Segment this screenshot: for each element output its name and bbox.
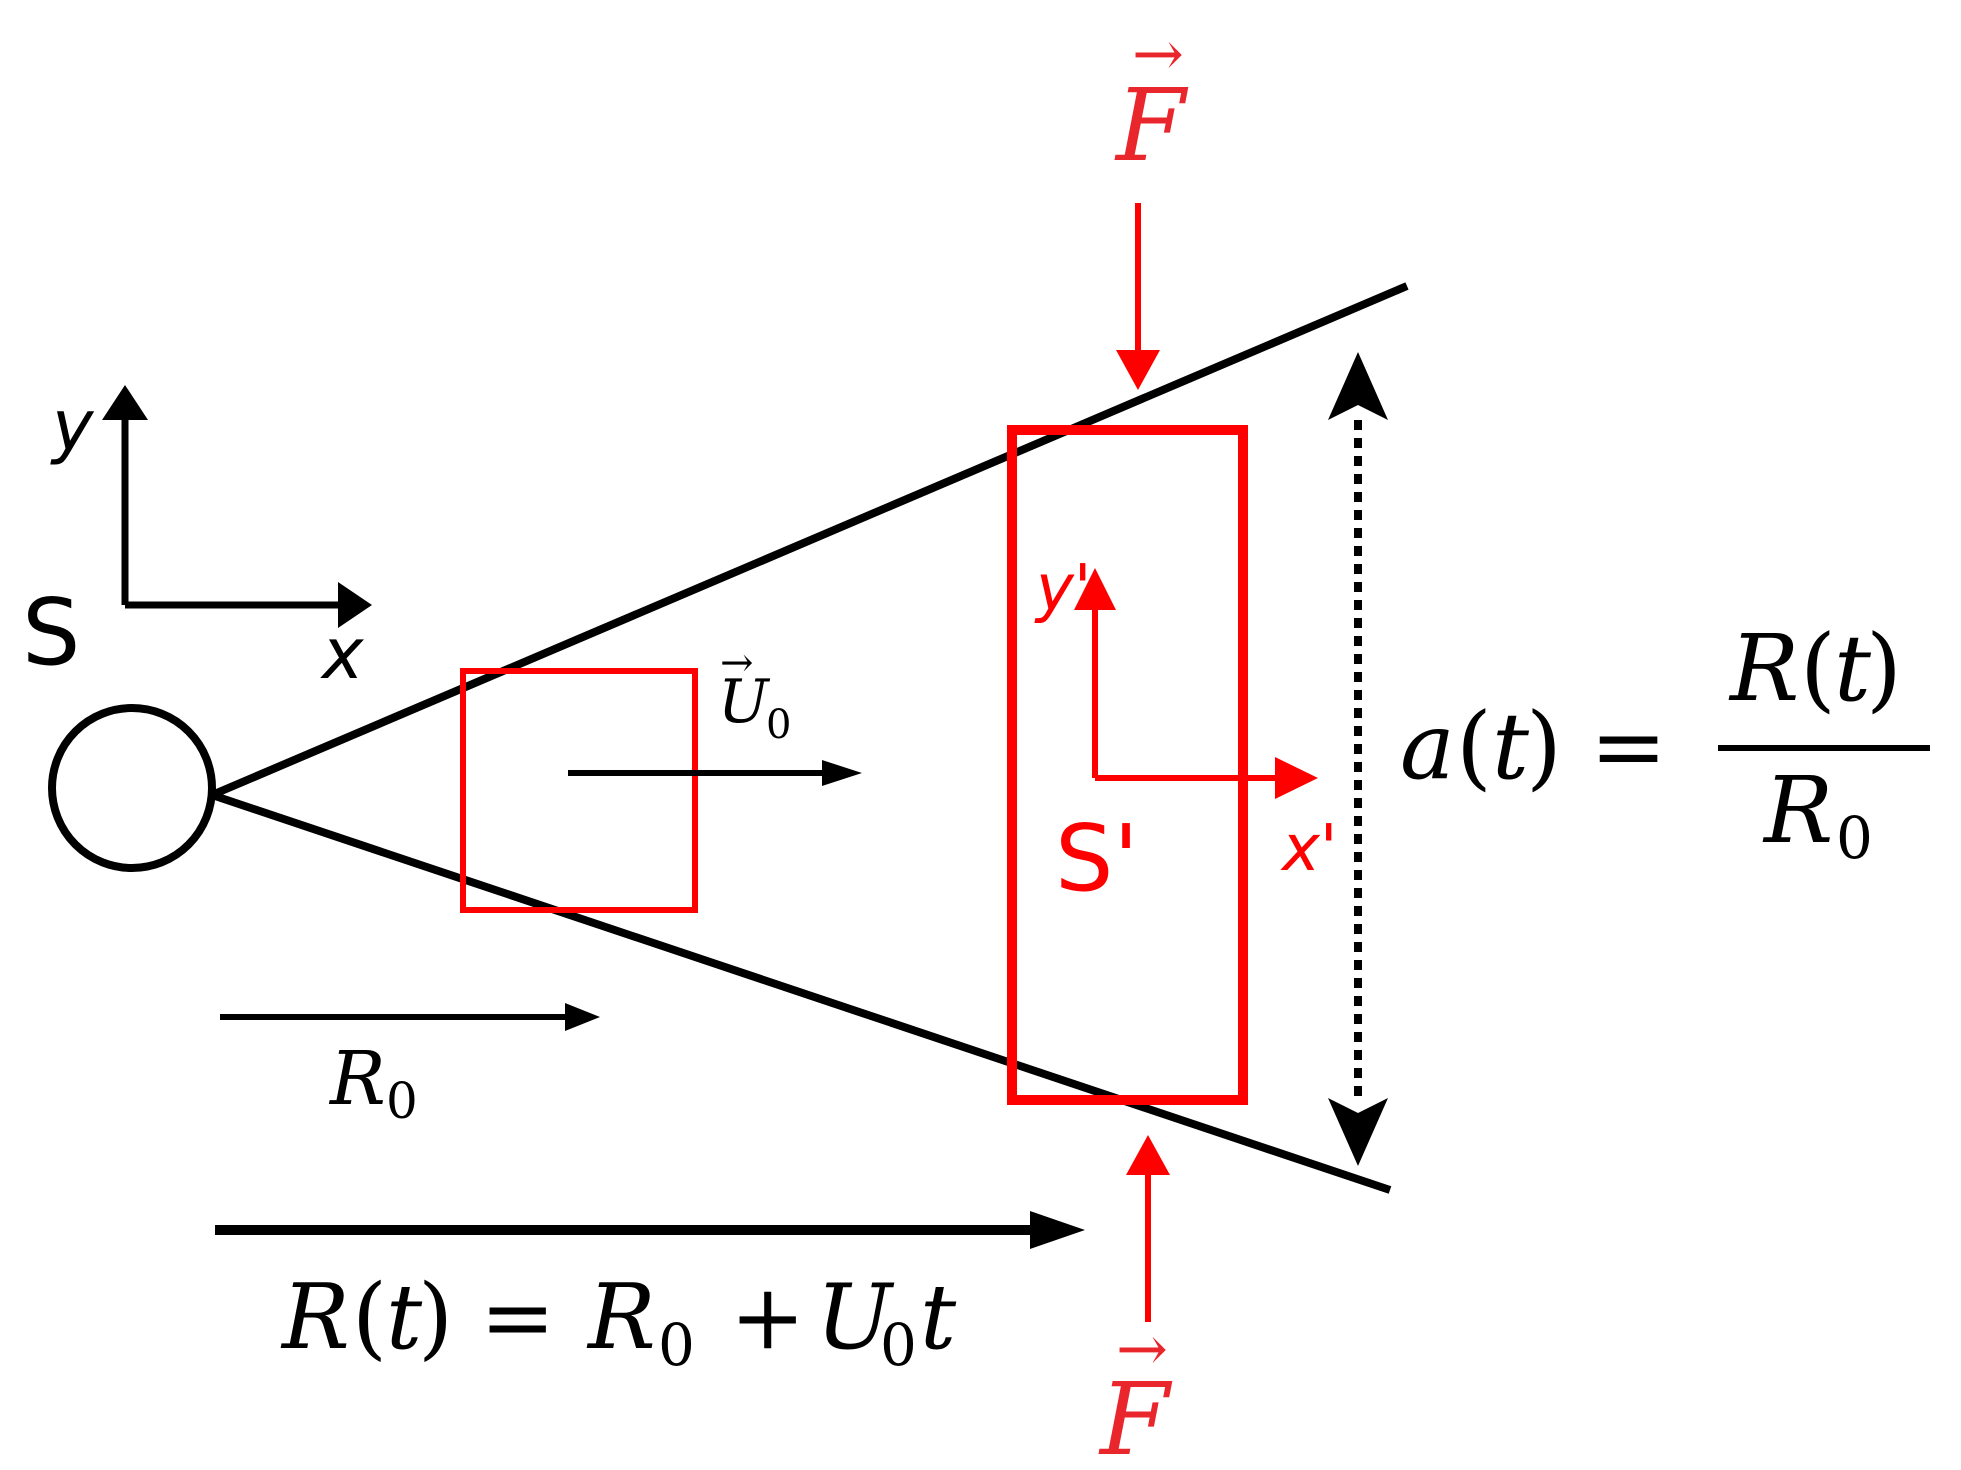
svg-text:(: ( <box>1800 615 1836 722</box>
svg-text:0: 0 <box>386 1072 418 1130</box>
svg-text:(: ( <box>352 1265 387 1370</box>
svg-text:→: → <box>720 640 754 686</box>
svg-text:F: F <box>1098 1361 1173 1470</box>
svg-text:R: R <box>280 1265 350 1370</box>
small-comoving-box <box>460 668 698 913</box>
frame-s-prime-y-axis-label: y' <box>1034 552 1091 626</box>
svg-text:): ) <box>1526 693 1562 800</box>
force-top-label: F → <box>1114 17 1189 184</box>
svg-text:t: t <box>920 1265 957 1370</box>
svg-text:R: R <box>328 1036 386 1122</box>
svg-text:t: t <box>386 1265 423 1370</box>
svg-text:F: F <box>1114 67 1189 184</box>
svg-text:(: ( <box>1456 693 1492 800</box>
frame-s-x-axis-label: x <box>320 613 364 695</box>
scale-factor-up-arrowhead <box>1328 352 1388 420</box>
frame-s-y-axis-label: y <box>50 385 95 467</box>
svg-text:+: + <box>730 1265 805 1370</box>
svg-text:U: U <box>816 1265 895 1370</box>
force-bottom-label: F → <box>1098 1312 1173 1470</box>
frame-s-label: S <box>22 579 80 686</box>
svg-text:): ) <box>418 1265 453 1370</box>
velocity-label: U 0 → <box>718 640 791 748</box>
svg-text:t: t <box>1834 615 1872 722</box>
svg-text:): ) <box>1866 615 1902 722</box>
origin-circle <box>48 704 216 872</box>
svg-text:R: R <box>1762 757 1833 864</box>
svg-text:0: 0 <box>1836 804 1873 872</box>
svg-text:→: → <box>1116 1312 1168 1385</box>
svg-text:0: 0 <box>658 1311 695 1379</box>
cone-lower-line <box>210 791 1392 1194</box>
svg-text:R: R <box>1728 615 1799 722</box>
svg-text:U: U <box>718 667 771 737</box>
frame-s-prime-x-axis-label: x' <box>1280 812 1337 886</box>
svg-text:R: R <box>586 1265 656 1370</box>
cone-upper-line <box>210 282 1409 799</box>
initial-distance-label: R 0 <box>328 1036 418 1130</box>
scale-factor-formula: a ( t ) = R ( t ) R 0 <box>1400 615 1930 872</box>
frame-s-prime-label: S' <box>1055 805 1139 912</box>
frame-s-prime-axes <box>1074 568 1318 799</box>
large-comoving-box <box>1007 425 1248 1105</box>
svg-text:→: → <box>1132 17 1184 90</box>
svg-text:0: 0 <box>766 702 791 748</box>
distance-formula: R ( t ) = R 0 + U 0 t <box>280 1265 957 1379</box>
svg-text:0: 0 <box>880 1311 917 1379</box>
svg-text:t: t <box>1492 693 1530 800</box>
svg-text:=: = <box>480 1265 555 1370</box>
scale-factor-down-arrowhead <box>1328 1098 1388 1166</box>
svg-text:=: = <box>1590 693 1667 800</box>
frame-s-axes <box>102 385 372 628</box>
svg-text:a: a <box>1400 693 1455 800</box>
